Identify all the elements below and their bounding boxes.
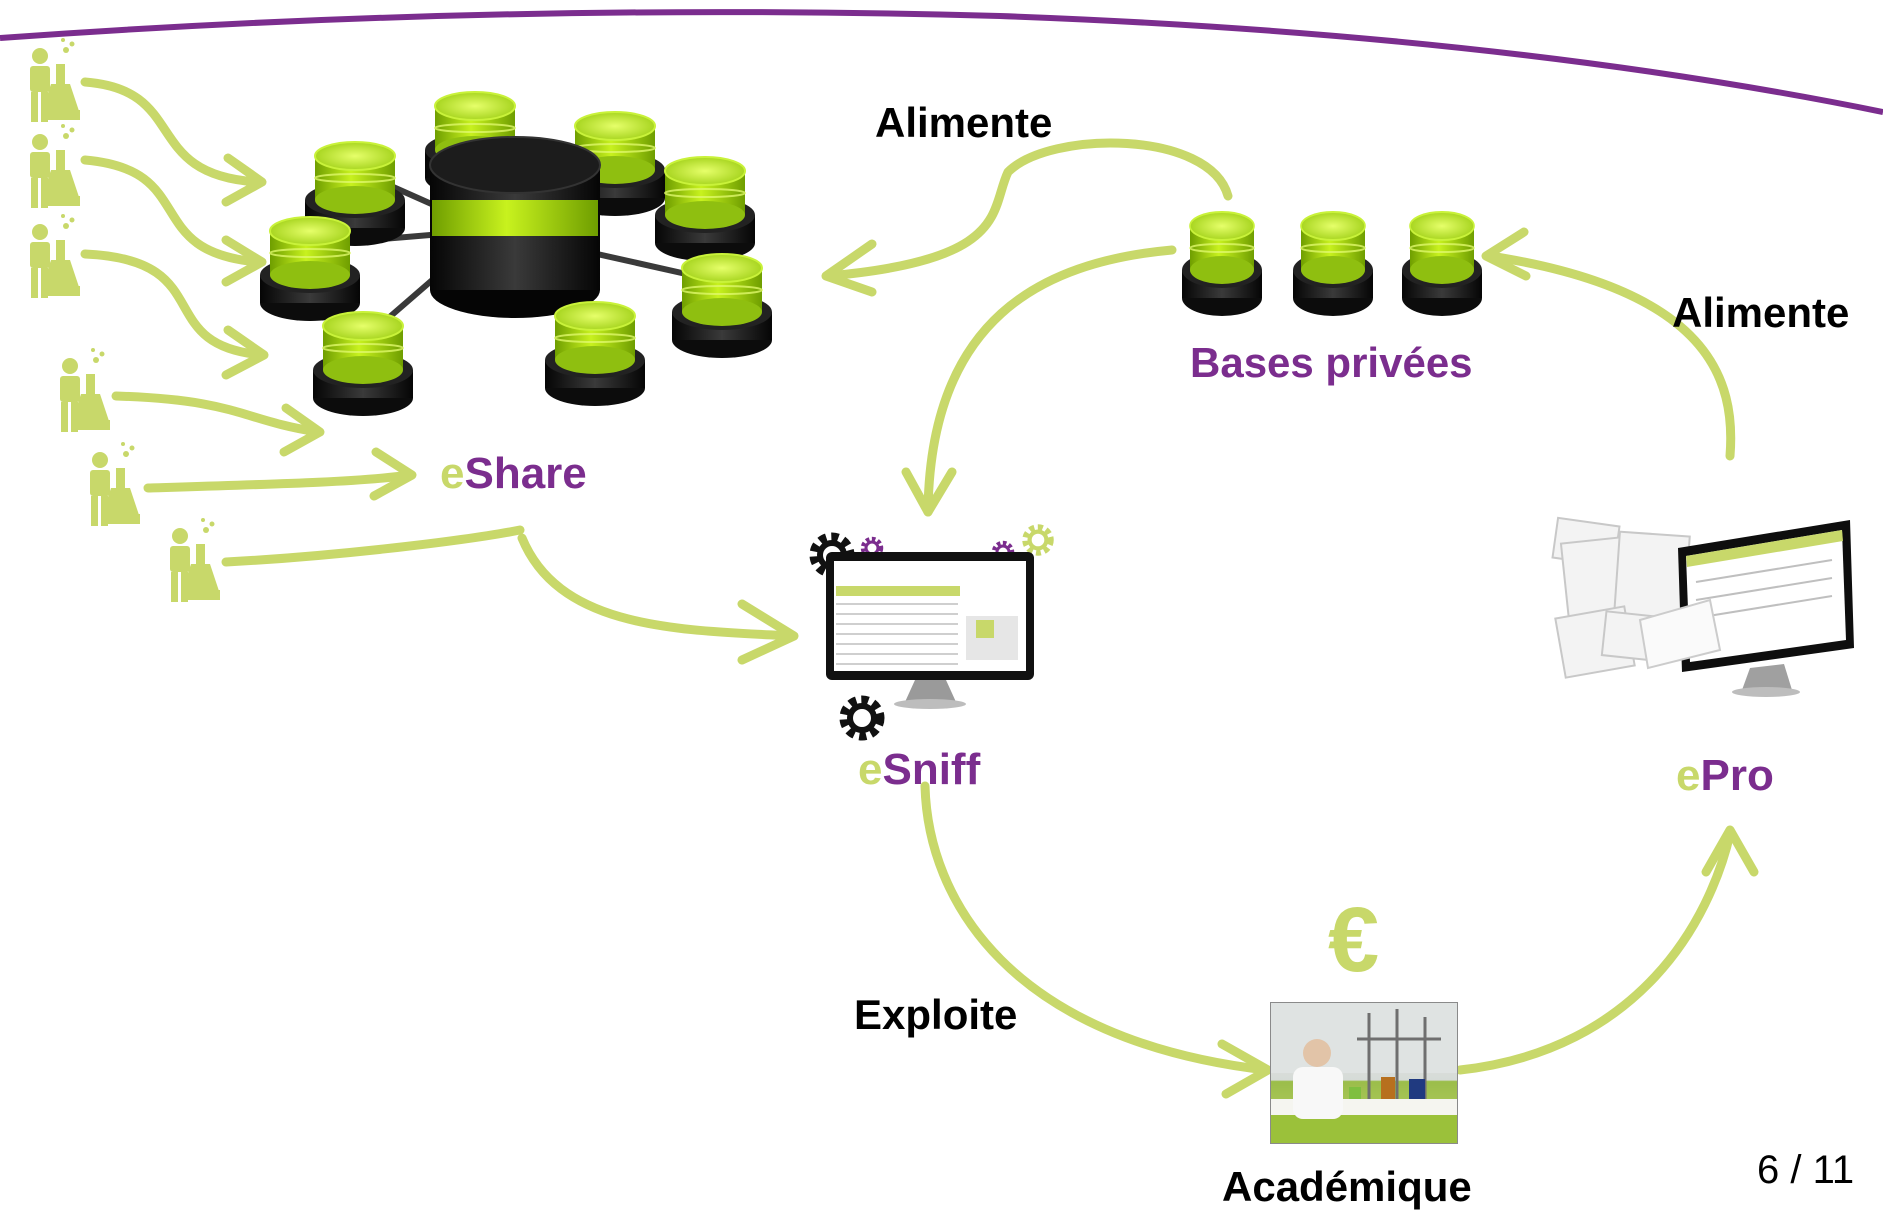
arrow-contributor-4 xyxy=(111,391,323,437)
gear-icon xyxy=(844,700,880,736)
epro-monitor xyxy=(1551,516,1854,697)
arrow-contributor-3 xyxy=(80,249,267,360)
label-epro-suffix: Pro xyxy=(1700,751,1774,800)
arrow-contributor-5-head xyxy=(369,447,417,501)
arrow-contributor-3-head xyxy=(221,325,269,380)
arrow-contributor-4-head xyxy=(279,403,325,457)
arrow-bases-to-esniff xyxy=(923,245,1177,517)
database-cylinder-icon xyxy=(671,253,773,359)
database-cylinder-icon xyxy=(1401,211,1483,317)
label-eshare: eShare xyxy=(440,452,587,496)
label-academique: Académique xyxy=(1222,1163,1472,1210)
database-cylinder-icon xyxy=(1292,211,1374,317)
label-eshare-prefix: e xyxy=(440,449,465,498)
chemist-with-flask-icon xyxy=(30,214,80,298)
chemist-with-flask-icon xyxy=(90,442,140,526)
arrow-contributor-5 xyxy=(143,470,415,493)
label-eshare-suffix: Share xyxy=(464,449,587,498)
arrow-contributor-1 xyxy=(80,77,263,187)
label-esniff: eSniff xyxy=(858,748,980,792)
arrow-esniff-to-academique-head xyxy=(1217,1039,1273,1099)
esniff-monitor xyxy=(814,527,1051,736)
page-number: 6 / 11 xyxy=(1757,1148,1855,1192)
arrow-contributor-2 xyxy=(80,155,263,267)
chemist-with-flask-icon xyxy=(30,38,80,122)
eshare-database-network xyxy=(259,91,773,417)
arrow-esniff-to-academique xyxy=(920,781,1271,1075)
arrow-bases-to-eshare-head xyxy=(821,239,877,297)
chemist-with-flask-icon xyxy=(60,348,110,432)
arrow-bases-to-esniff-head xyxy=(901,467,957,517)
label-alimente-top: Alimente xyxy=(875,99,1053,146)
database-cylinder-icon xyxy=(312,311,414,417)
header-swoosh xyxy=(0,9,1883,115)
label-epro-prefix: e xyxy=(1676,751,1701,800)
arrow-contributor-1-head xyxy=(221,153,267,207)
label-esniff-prefix: e xyxy=(858,745,883,794)
arrow-contributor-2-head xyxy=(221,235,267,287)
arrow-epro-to-bases-head xyxy=(1481,227,1531,281)
arrow-eshare-to-esniff-head xyxy=(737,599,799,665)
arrow-eshare-to-esniff xyxy=(517,533,797,641)
central-database-hub xyxy=(429,136,601,318)
laboratory-photo xyxy=(1270,1002,1458,1144)
database-cylinder-icon xyxy=(259,216,361,322)
arrow-epro-to-bases xyxy=(1485,251,1736,461)
private-databases xyxy=(1181,211,1483,317)
label-esniff-suffix: Sniff xyxy=(882,745,981,794)
arrow-academique-to-epro-head xyxy=(1701,825,1759,877)
arrow-bases-to-eshare xyxy=(823,138,1233,281)
arrow-academique-to-epro xyxy=(1455,829,1735,1075)
chemist-with-flask-icon xyxy=(30,124,80,208)
arrow-contributor-6 xyxy=(221,525,525,567)
database-cylinder-icon xyxy=(654,156,756,262)
database-cylinder-icon xyxy=(1181,211,1263,317)
label-alimente-right: Alimente xyxy=(1672,289,1850,336)
label-epro: ePro xyxy=(1676,754,1774,798)
chemist-with-flask-icon xyxy=(170,518,220,602)
label-exploite: Exploite xyxy=(854,991,1018,1038)
label-bases-privees: Bases privées xyxy=(1190,339,1473,386)
database-cylinder-icon xyxy=(544,301,646,407)
gear-icon xyxy=(1025,527,1050,552)
euro-sign: € xyxy=(1328,889,1380,991)
